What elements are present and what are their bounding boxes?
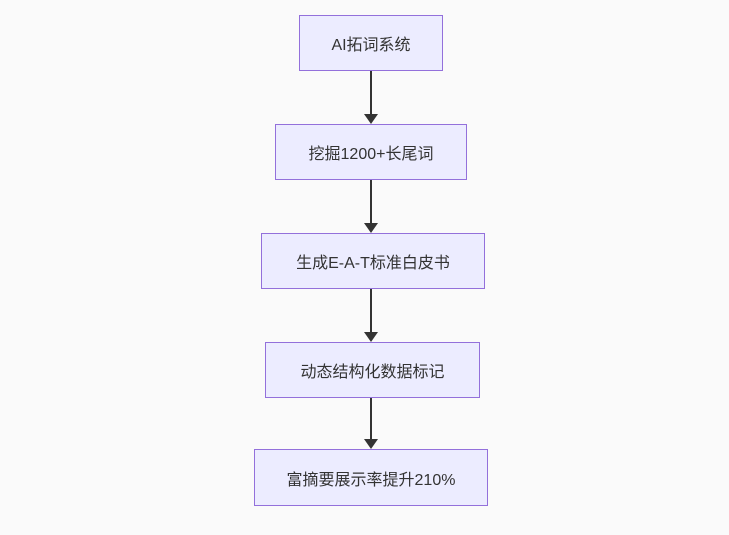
flow-node-label: 富摘要展示率提升210% xyxy=(286,471,456,489)
flow-node-label: 生成E-A-T标准白皮书 xyxy=(296,255,450,272)
arrowhead-down-icon xyxy=(364,223,378,233)
flow-node-longtail-keywords: 挖掘1200+长尾词 xyxy=(275,124,467,180)
arrow-n2-n3 xyxy=(364,180,378,233)
arrow-n4-n5 xyxy=(364,398,378,449)
arrowhead-down-icon xyxy=(364,332,378,342)
flow-node-label: AI拓词系统 xyxy=(331,37,411,54)
arrow-line xyxy=(370,71,372,114)
arrow-n3-n4 xyxy=(364,289,378,342)
flow-node-ai-expansion-system: AI拓词系统 xyxy=(299,15,443,71)
flow-node-label: 挖掘1200+长尾词 xyxy=(308,146,434,163)
arrow-n1-n2 xyxy=(364,71,378,124)
flow-node-rich-snippet-rate: 富摘要展示率提升210% xyxy=(254,449,488,506)
arrow-line xyxy=(370,289,372,332)
arrow-line xyxy=(370,180,372,223)
flow-node-label: 动态结构化数据标记 xyxy=(300,364,445,381)
arrowhead-down-icon xyxy=(364,114,378,124)
arrowhead-down-icon xyxy=(364,439,378,449)
flow-node-eat-whitepaper: 生成E-A-T标准白皮书 xyxy=(261,233,485,289)
flow-node-structured-data-markup: 动态结构化数据标记 xyxy=(265,342,480,398)
arrow-line xyxy=(370,398,372,439)
